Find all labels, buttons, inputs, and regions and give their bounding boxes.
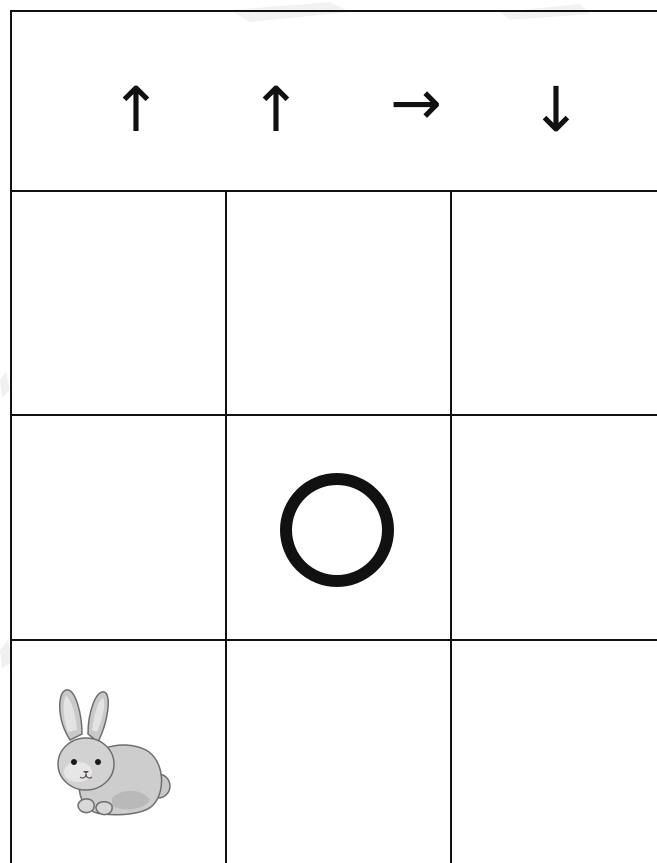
grid-cell-r3c2[interactable] [227, 641, 450, 863]
arrow-down-icon: ↓ [506, 65, 606, 155]
rabbit-icon [52, 688, 172, 818]
grid-cell-r2c1[interactable] [12, 416, 225, 639]
goal-circle-icon [279, 472, 395, 588]
arrow-up-icon: ↑ [226, 65, 326, 155]
grid-cell-r2c3[interactable] [452, 416, 657, 639]
grid-cell-r3c3[interactable] [452, 641, 657, 863]
grid-cell-r1c2[interactable] [227, 192, 450, 414]
grid-cell-r1c3[interactable] [452, 192, 657, 414]
grid-cell-r1c1[interactable] [12, 192, 225, 414]
arrow-right-icon: → [366, 58, 466, 148]
border-top [10, 10, 657, 12]
arrow-up-icon: ↑ [86, 65, 186, 155]
